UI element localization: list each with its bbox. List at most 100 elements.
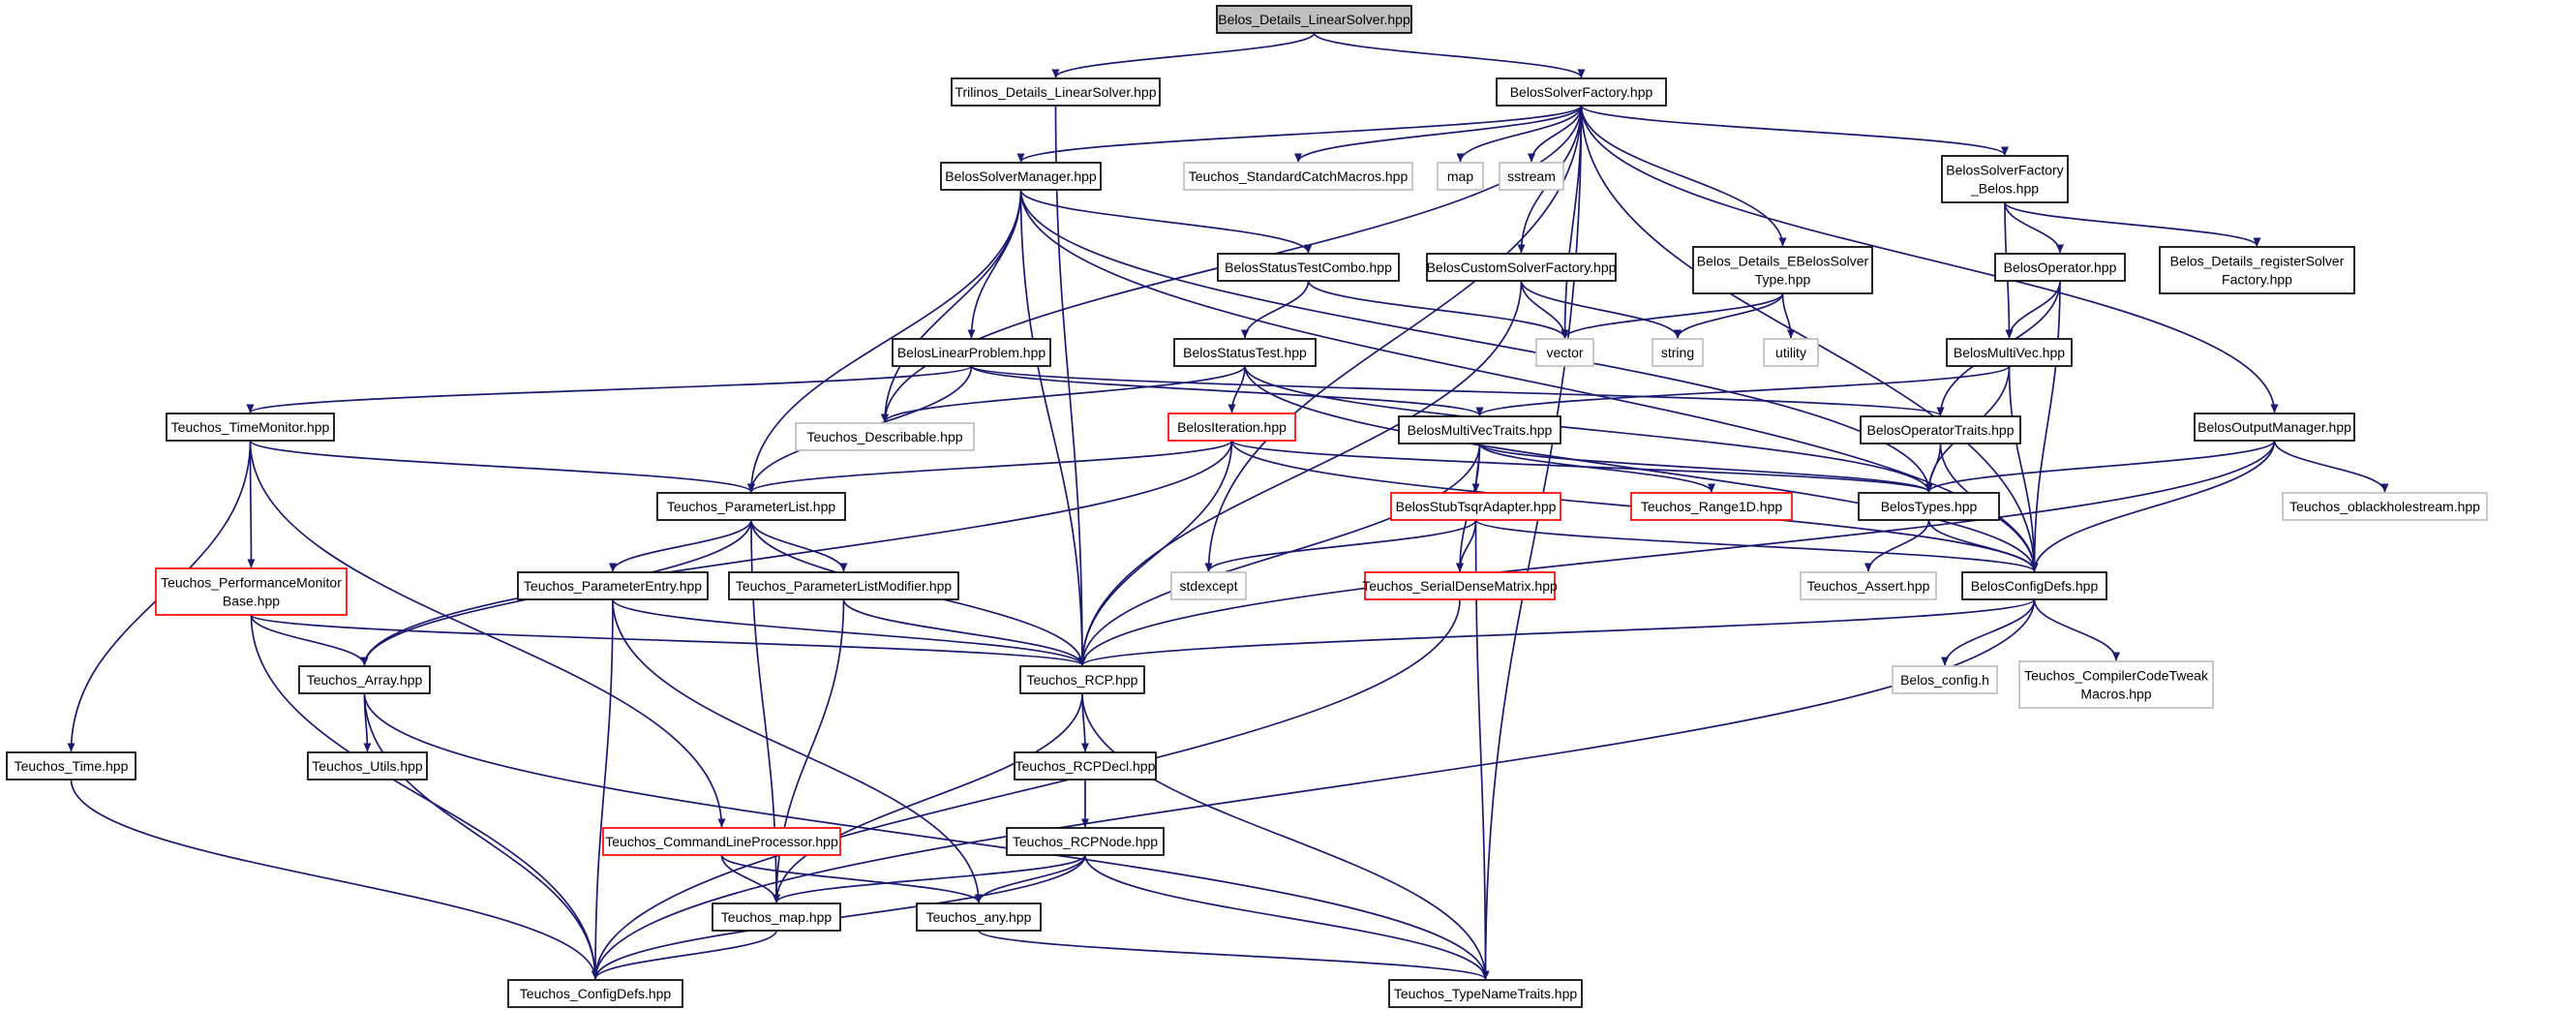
node-op_traits[interactable]: BelosOperatorTraits.hpp [1860,415,2021,444]
node-box-root[interactable] [1216,5,1412,34]
node-linear_problem[interactable]: BelosLinearProblem.hpp [892,338,1051,367]
node-box-linear_problem[interactable] [892,338,1051,367]
node-belos_config_h[interactable]: Belos_config.h [1892,665,1998,694]
node-time_monitor[interactable]: Teuchos_TimeMonitor.hpp [166,413,335,442]
node-param_list[interactable]: Teuchos_ParameterList.hpp [656,492,846,521]
node-box-status_test[interactable] [1173,338,1317,367]
node-box-vector[interactable] [1535,338,1594,367]
node-stdexcept[interactable]: stdexcept [1170,571,1247,600]
node-box-stub_tsqr[interactable] [1390,492,1561,521]
node-box-teuchos_array[interactable] [298,665,431,694]
node-param_entry[interactable]: Teuchos_ParameterEntry.hpp [517,571,709,600]
node-box-status_combo[interactable] [1217,253,1400,282]
node-rcp_node[interactable]: Teuchos_RCPNode.hpp [1006,827,1165,856]
node-box-teuchos_assert[interactable] [1800,571,1937,600]
node-sstream[interactable]: sstream [1499,162,1564,191]
node-root[interactable]: Belos_Details_LinearSolver.hpp [1216,5,1412,34]
node-box-time_monitor[interactable] [166,413,335,442]
node-status_test[interactable]: BelosStatusTest.hpp [1173,338,1317,367]
node-std_catch[interactable]: Teuchos_StandardCatchMacros.hpp [1183,162,1413,191]
node-box-teuchos_rcp[interactable] [1019,665,1145,694]
node-box-teuchos_any[interactable] [916,903,1042,932]
node-trilinos_ls[interactable]: Trilinos_Details_LinearSolver.hpp [951,77,1161,107]
node-output_manager[interactable]: BelosOutputManager.hpp [2194,413,2355,442]
node-mv_traits[interactable]: BelosMultiVecTraits.hpp [1398,415,1561,444]
node-box-solver_manager[interactable] [940,162,1102,191]
node-box-cmdline[interactable] [602,827,841,856]
node-box-sf_belos[interactable] [1941,155,2069,203]
node-belos_config[interactable]: BelosConfigDefs.hpp [1961,571,2107,600]
node-box-describable[interactable] [795,422,975,451]
node-plist_modifier[interactable]: Teuchos_ParameterListModifier.hpp [728,571,959,600]
node-solver_manager[interactable]: BelosSolverManager.hpp [940,162,1102,191]
node-box-operator[interactable] [1994,253,2126,282]
node-belos_types[interactable]: BelosTypes.hpp [1858,492,2000,521]
node-box-range1d[interactable] [1630,492,1793,521]
node-box-custom_sf[interactable] [1426,253,1617,282]
node-box-output_manager[interactable] [2194,413,2355,442]
node-box-compiler_tweak[interactable] [2018,660,2214,709]
node-box-stdexcept[interactable] [1170,571,1247,600]
node-iteration[interactable]: BelosIteration.hpp [1167,413,1296,442]
node-range1d[interactable]: Teuchos_Range1D.hpp [1630,492,1793,521]
node-box-sstream[interactable] [1499,162,1564,191]
node-teuchos_assert[interactable]: Teuchos_Assert.hpp [1800,571,1937,600]
node-teuchos_map[interactable]: Teuchos_map.hpp [712,903,841,932]
node-string[interactable]: string [1652,338,1704,367]
node-box-map[interactable] [1437,162,1484,191]
node-box-teuchos_time[interactable] [6,751,136,780]
node-box-belos_types[interactable] [1858,492,2000,521]
node-serial_dense[interactable]: Teuchos_SerialDenseMatrix.hpp [1362,571,1558,600]
node-describable[interactable]: Teuchos_Describable.hpp [795,422,975,451]
node-box-belos_config_h[interactable] [1892,665,1998,694]
node-box-std_catch[interactable] [1183,162,1413,191]
node-utility[interactable]: utility [1763,338,1819,367]
node-custom_sf[interactable]: BelosCustomSolverFactory.hpp [1426,253,1617,282]
node-operator[interactable]: BelosOperator.hpp [1994,253,2126,282]
node-box-param_entry[interactable] [517,571,709,600]
node-multivec[interactable]: BelosMultiVec.hpp [1946,338,2073,367]
node-box-rcp_decl[interactable] [1014,751,1157,780]
node-status_combo[interactable]: BelosStatusTestCombo.hpp [1217,253,1400,282]
node-cmdline[interactable]: Teuchos_CommandLineProcessor.hpp [602,827,841,856]
node-box-type_name[interactable] [1388,979,1583,1008]
node-teuchos_any[interactable]: Teuchos_any.hpp [916,903,1042,932]
node-box-register_sf[interactable] [2159,246,2355,294]
node-box-multivec[interactable] [1946,338,2073,367]
node-box-mv_traits[interactable] [1398,415,1561,444]
node-vector[interactable]: vector [1535,338,1594,367]
node-teuchos_rcp[interactable]: Teuchos_RCP.hpp [1019,665,1145,694]
node-box-iteration[interactable] [1167,413,1296,442]
node-box-ebelos[interactable] [1692,246,1873,294]
node-box-rcp_node[interactable] [1006,827,1165,856]
node-box-string[interactable] [1652,338,1704,367]
node-box-serial_dense[interactable] [1364,571,1556,600]
node-config_defs[interactable]: Teuchos_ConfigDefs.hpp [507,979,683,1008]
node-box-param_list[interactable] [656,492,846,521]
node-box-perf_monitor[interactable] [155,567,348,616]
node-box-teuchos_map[interactable] [712,903,841,932]
node-teuchos_array[interactable]: Teuchos_Array.hpp [298,665,431,694]
node-box-solver_factory[interactable] [1496,77,1667,107]
node-box-op_traits[interactable] [1860,415,2021,444]
node-box-plist_modifier[interactable] [728,571,959,600]
node-sf_belos[interactable]: BelosSolverFactory_Belos.hpp [1941,155,2069,203]
node-rcp_decl[interactable]: Teuchos_RCPDecl.hpp [1014,751,1157,780]
node-box-utility[interactable] [1763,338,1819,367]
node-stub_tsqr[interactable]: BelosStubTsqrAdapter.hpp [1390,492,1561,521]
node-solver_factory[interactable]: BelosSolverFactory.hpp [1496,77,1667,107]
node-box-oblackhole[interactable] [2282,492,2488,521]
node-map[interactable]: map [1437,162,1484,191]
node-box-belos_config[interactable] [1961,571,2107,600]
node-box-config_defs[interactable] [507,979,683,1008]
node-teuchos_time[interactable]: Teuchos_Time.hpp [6,751,136,780]
node-box-teuchos_utils[interactable] [307,751,428,780]
node-type_name[interactable]: Teuchos_TypeNameTraits.hpp [1388,979,1583,1008]
node-oblackhole[interactable]: Teuchos_oblackholestream.hpp [2282,492,2488,521]
node-teuchos_utils[interactable]: Teuchos_Utils.hpp [307,751,428,780]
node-box-trilinos_ls[interactable] [951,77,1161,107]
